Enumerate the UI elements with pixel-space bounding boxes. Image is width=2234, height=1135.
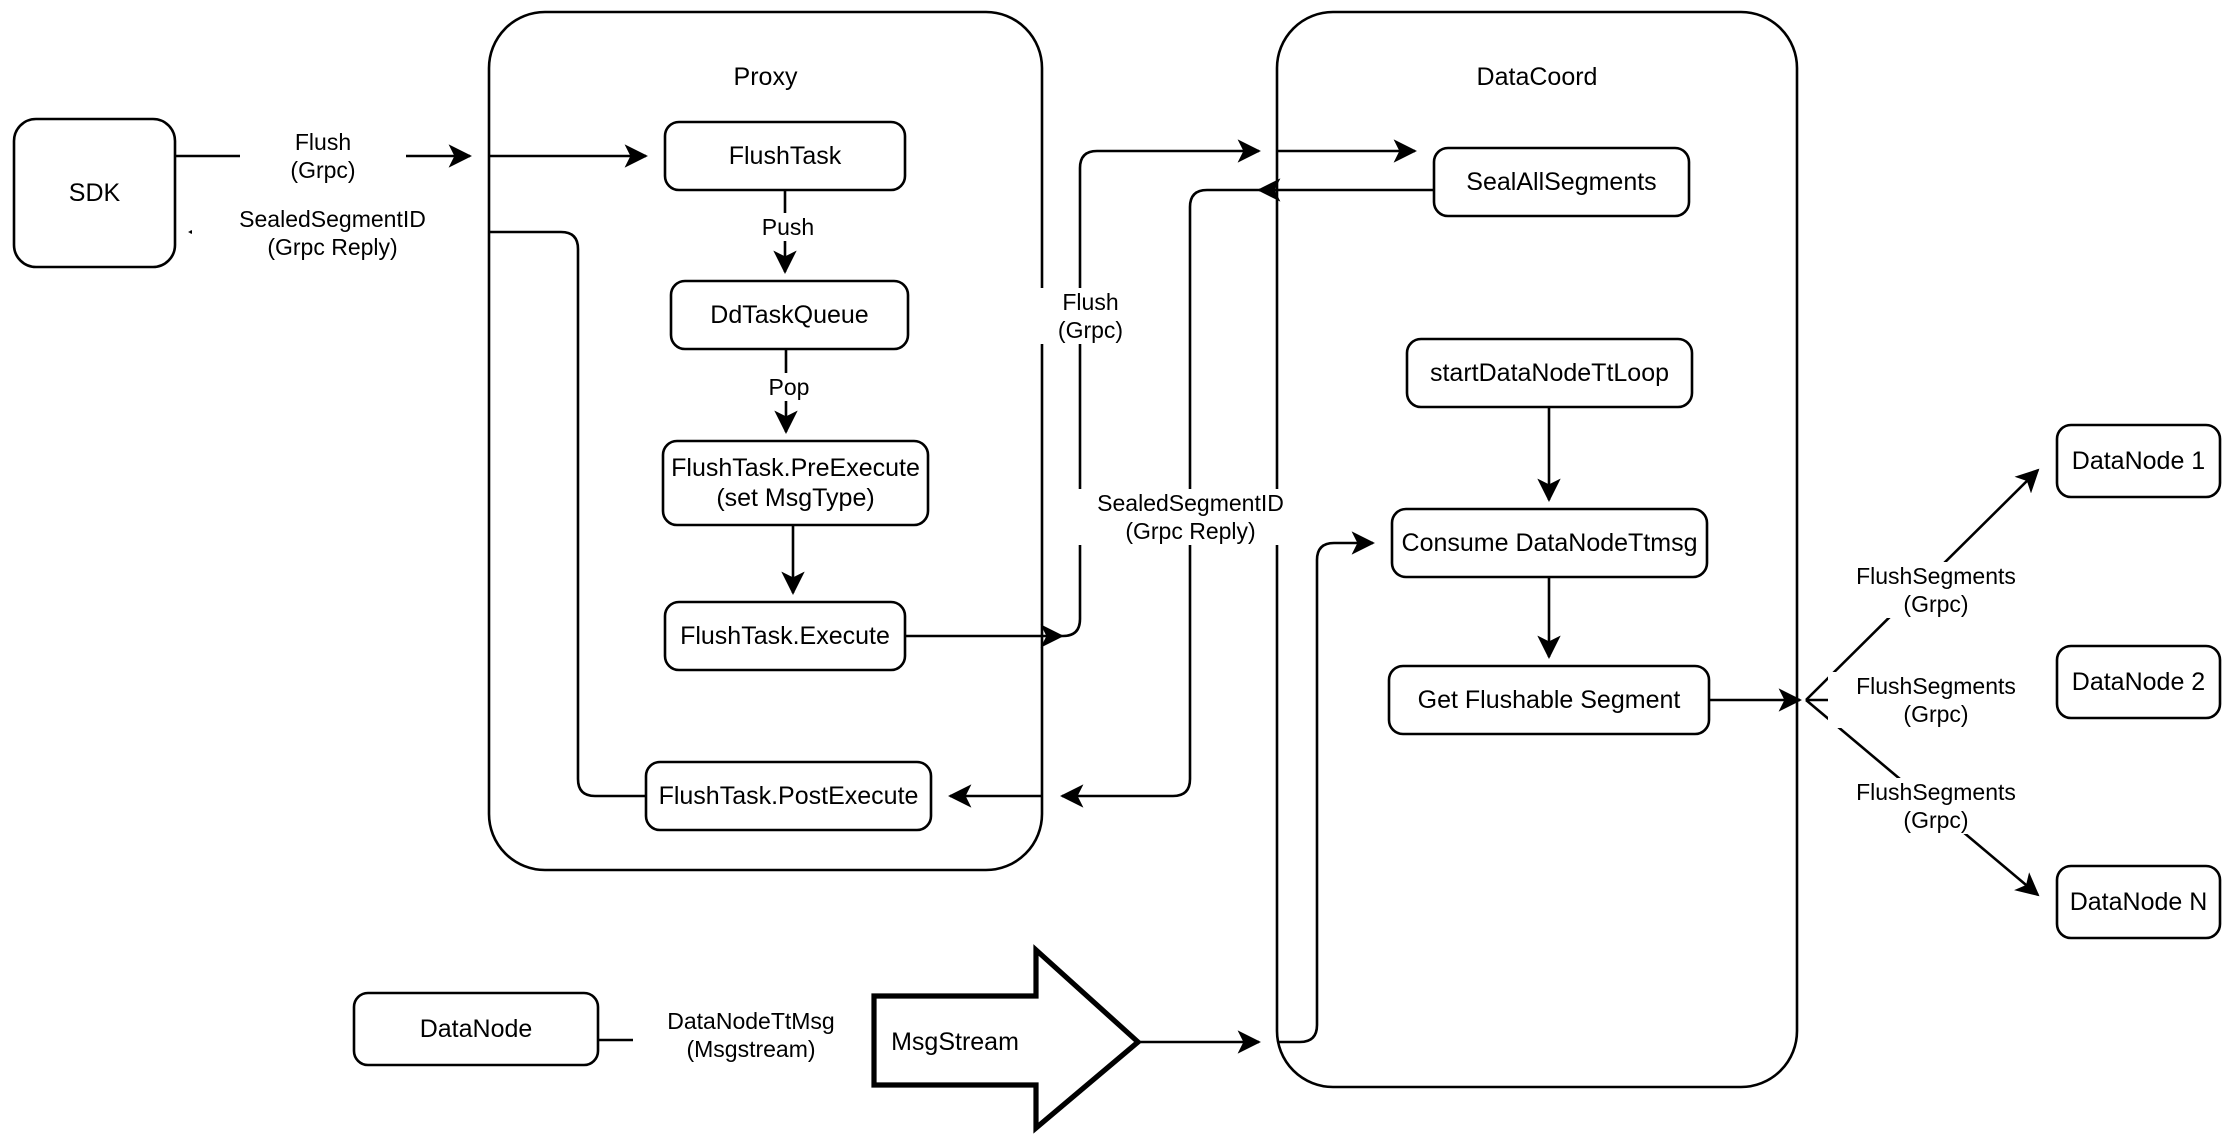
sdk-node[interactable]	[14, 119, 175, 267]
proxy-container	[487, 10, 1044, 872]
datanode-source-node[interactable]	[354, 993, 598, 1065]
datanode-1-node[interactable]	[2057, 425, 2220, 497]
datanode-n-box	[2055, 864, 2222, 940]
postexecute-node[interactable]	[646, 762, 931, 830]
edge-flush-grpc-riser	[1062, 139, 1261, 638]
preexecute-box	[661, 439, 930, 527]
datanode-2-box	[2055, 644, 2222, 720]
ddtaskqueue-node[interactable]	[671, 281, 908, 349]
sdk-box	[12, 117, 177, 269]
edge-hub-to-datanode-1	[1805, 468, 2040, 701]
execute-node[interactable]	[665, 602, 905, 670]
datanode-source-box	[352, 991, 600, 1067]
sealallsegments-box	[1432, 146, 1691, 218]
msgstream-block-arrow	[871, 944, 1142, 1134]
edge-postexecute-to-sdkline	[489, 230, 646, 798]
startdatanodettloop-node[interactable]	[1407, 339, 1692, 407]
edge-sealedsegmentid-descender	[1060, 188, 1277, 808]
flushtask-node[interactable]	[665, 122, 905, 190]
datanode-1-box	[2055, 423, 2222, 499]
ddtaskqueue-box	[669, 279, 910, 351]
edge-hub-to-datanode-n	[1805, 699, 2040, 897]
datanode-n-node[interactable]	[2057, 866, 2220, 938]
preexecute-node[interactable]	[663, 441, 928, 525]
datacoord-container	[1275, 10, 1799, 1089]
msgstream-node[interactable]	[874, 950, 1138, 1128]
consumedatanodettmsg-node[interactable]	[1392, 509, 1707, 577]
sealallsegments-node[interactable]	[1434, 148, 1689, 216]
getflushablesegment-node[interactable]	[1389, 666, 1709, 734]
datanode-2-node[interactable]	[2057, 646, 2220, 718]
edge-coord-ttmsg-riser	[1277, 531, 1375, 1044]
